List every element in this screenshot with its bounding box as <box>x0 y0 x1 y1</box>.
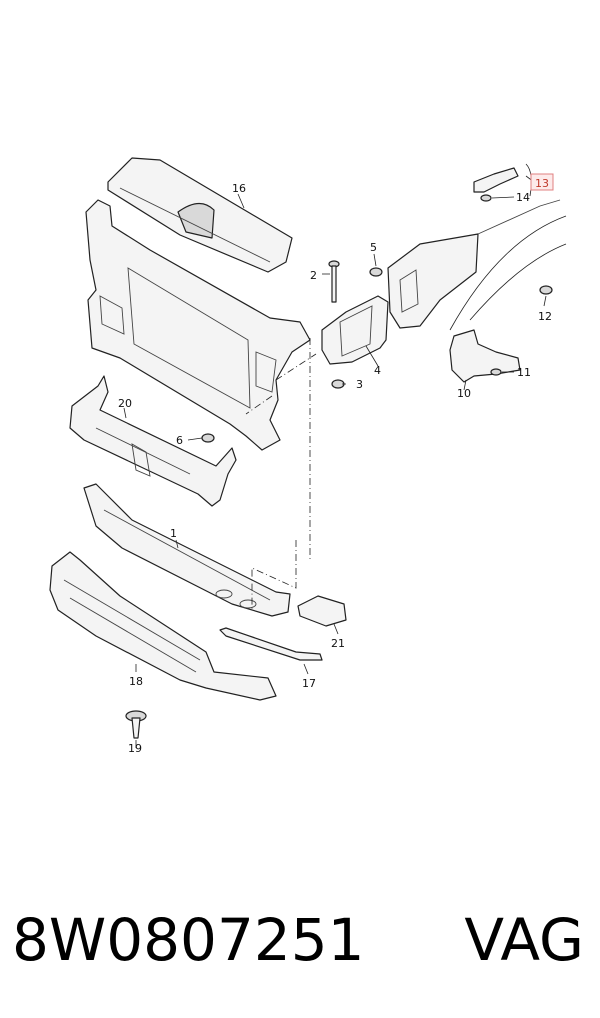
part-18-energy-absorber <box>49 551 277 701</box>
callout-labels: 1 2 3 4 5 6 10 11 12 13 14 16 17 18 19 2… <box>118 173 554 755</box>
fender-arch <box>449 215 567 331</box>
side-member <box>387 199 561 329</box>
callout-21: 21 <box>331 637 345 650</box>
callout-6: 6 <box>176 434 183 447</box>
callout-3: 3 <box>356 378 363 391</box>
part-16-upper-cover <box>107 157 293 273</box>
callout-5: 5 <box>370 241 377 254</box>
parts-diagram: 1 2 3 4 5 6 10 11 12 13 14 16 17 18 19 2… <box>49 157 567 755</box>
part-4-crash-box <box>321 295 389 365</box>
callout-1: 1 <box>170 527 177 540</box>
part-21-bracket <box>297 595 347 627</box>
fasteners <box>201 194 553 443</box>
callout-20: 20 <box>118 397 132 410</box>
part-13-upper-bracket <box>473 167 519 193</box>
brand-label: VAG <box>464 906 584 974</box>
part-10-side-bracket <box>449 329 521 383</box>
part-1-bumper-beam <box>83 483 291 617</box>
caption: 8W0807251 VAG <box>0 890 600 990</box>
part-number: 8W0807251 <box>12 906 365 974</box>
callout-13: 13 <box>535 177 549 190</box>
callout-13-box <box>530 173 554 191</box>
part-17-trim-strip <box>219 627 323 661</box>
callout-4: 4 <box>374 364 381 377</box>
callout-14: 14 <box>516 191 530 204</box>
callout-2: 2 <box>310 269 317 282</box>
callout-17: 17 <box>302 677 316 690</box>
part-19-fastener <box>125 710 147 739</box>
callout-11: 11 <box>517 366 531 379</box>
part-20-lock-carrier <box>69 375 237 507</box>
callout-16: 16 <box>232 182 246 195</box>
callout-12: 12 <box>538 310 552 323</box>
callout-18: 18 <box>129 675 143 688</box>
callout-10: 10 <box>457 387 471 400</box>
callout-19: 19 <box>128 742 142 755</box>
radiator-support-frame <box>85 199 311 451</box>
